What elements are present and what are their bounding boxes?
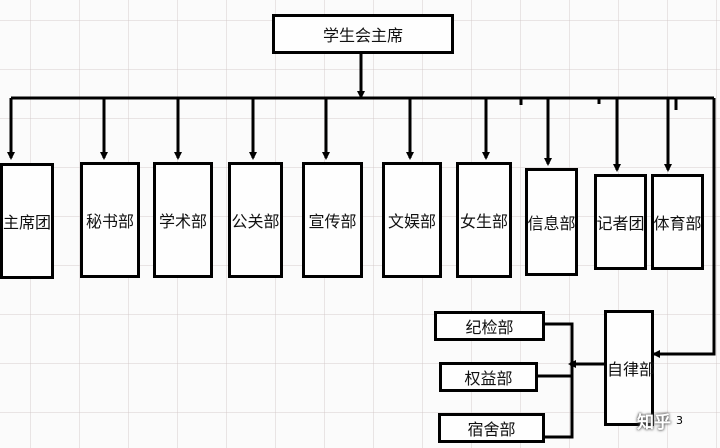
department-node: 记者团 <box>594 174 647 270</box>
root-node: 学生会主席 <box>272 14 454 54</box>
subunit-label: 权益部 <box>464 369 513 388</box>
department-node: 宣传部 <box>302 162 363 278</box>
subunit-node: 纪检部 <box>434 311 545 341</box>
discipline-node: 自律部 <box>604 310 656 426</box>
department-label: 记者团 <box>596 214 645 233</box>
bus-to-discipline <box>652 98 716 358</box>
department-label: 公关部 <box>231 212 280 231</box>
department-node: 秘书部 <box>80 162 140 278</box>
department-label: 文娱部 <box>387 212 436 231</box>
subunit-label: 纪检部 <box>465 318 514 337</box>
subunit-label: 宿舍部 <box>467 420 516 439</box>
page-number: 3 <box>676 414 683 427</box>
department-node: 学术部 <box>153 162 213 278</box>
discipline-label: 自律部 <box>607 360 656 379</box>
department-node: 主席团 <box>0 163 54 279</box>
department-node: 信息部 <box>525 168 578 276</box>
sub-bracket <box>545 322 574 439</box>
department-label: 体育部 <box>653 214 702 233</box>
department-label: 女生部 <box>459 212 508 231</box>
subunit-node: 权益部 <box>439 362 538 392</box>
root-label: 学生会主席 <box>322 26 403 45</box>
department-label: 信息部 <box>527 214 576 233</box>
department-node: 公关部 <box>228 162 283 278</box>
watermark: 知乎 <box>637 413 671 433</box>
department-label: 主席团 <box>3 213 52 232</box>
department-label: 宣传部 <box>308 212 357 231</box>
department-node: 女生部 <box>456 162 512 278</box>
department-node: 体育部 <box>651 174 704 270</box>
department-label: 秘书部 <box>85 212 134 231</box>
department-label: 学术部 <box>158 212 207 231</box>
department-node: 文娱部 <box>382 162 442 278</box>
subunit-node: 宿舍部 <box>438 413 545 443</box>
